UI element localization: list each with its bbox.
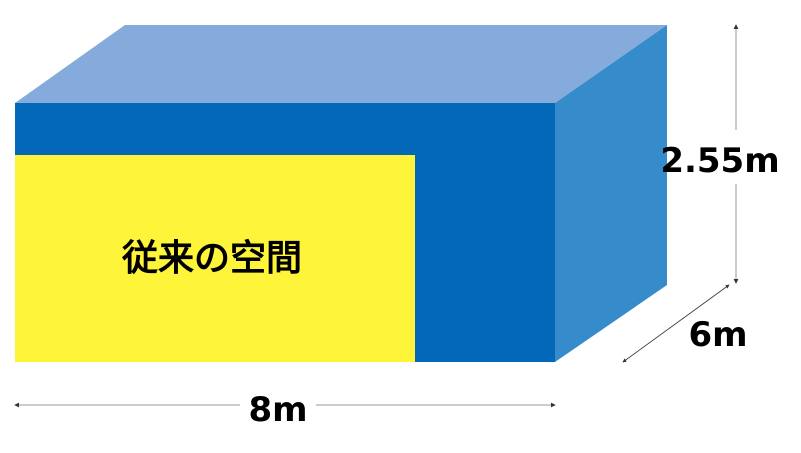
- conventional-space-area: [15, 155, 415, 362]
- width-label: 8m: [248, 390, 307, 430]
- conventional-space-label: 従来の空間: [121, 238, 302, 279]
- box-top-face: [15, 25, 667, 103]
- height-label: 2.55m: [660, 141, 779, 181]
- depth-label: 6m: [688, 315, 747, 355]
- box-side-face: [555, 25, 667, 362]
- depth-dimension-line: [622, 284, 730, 363]
